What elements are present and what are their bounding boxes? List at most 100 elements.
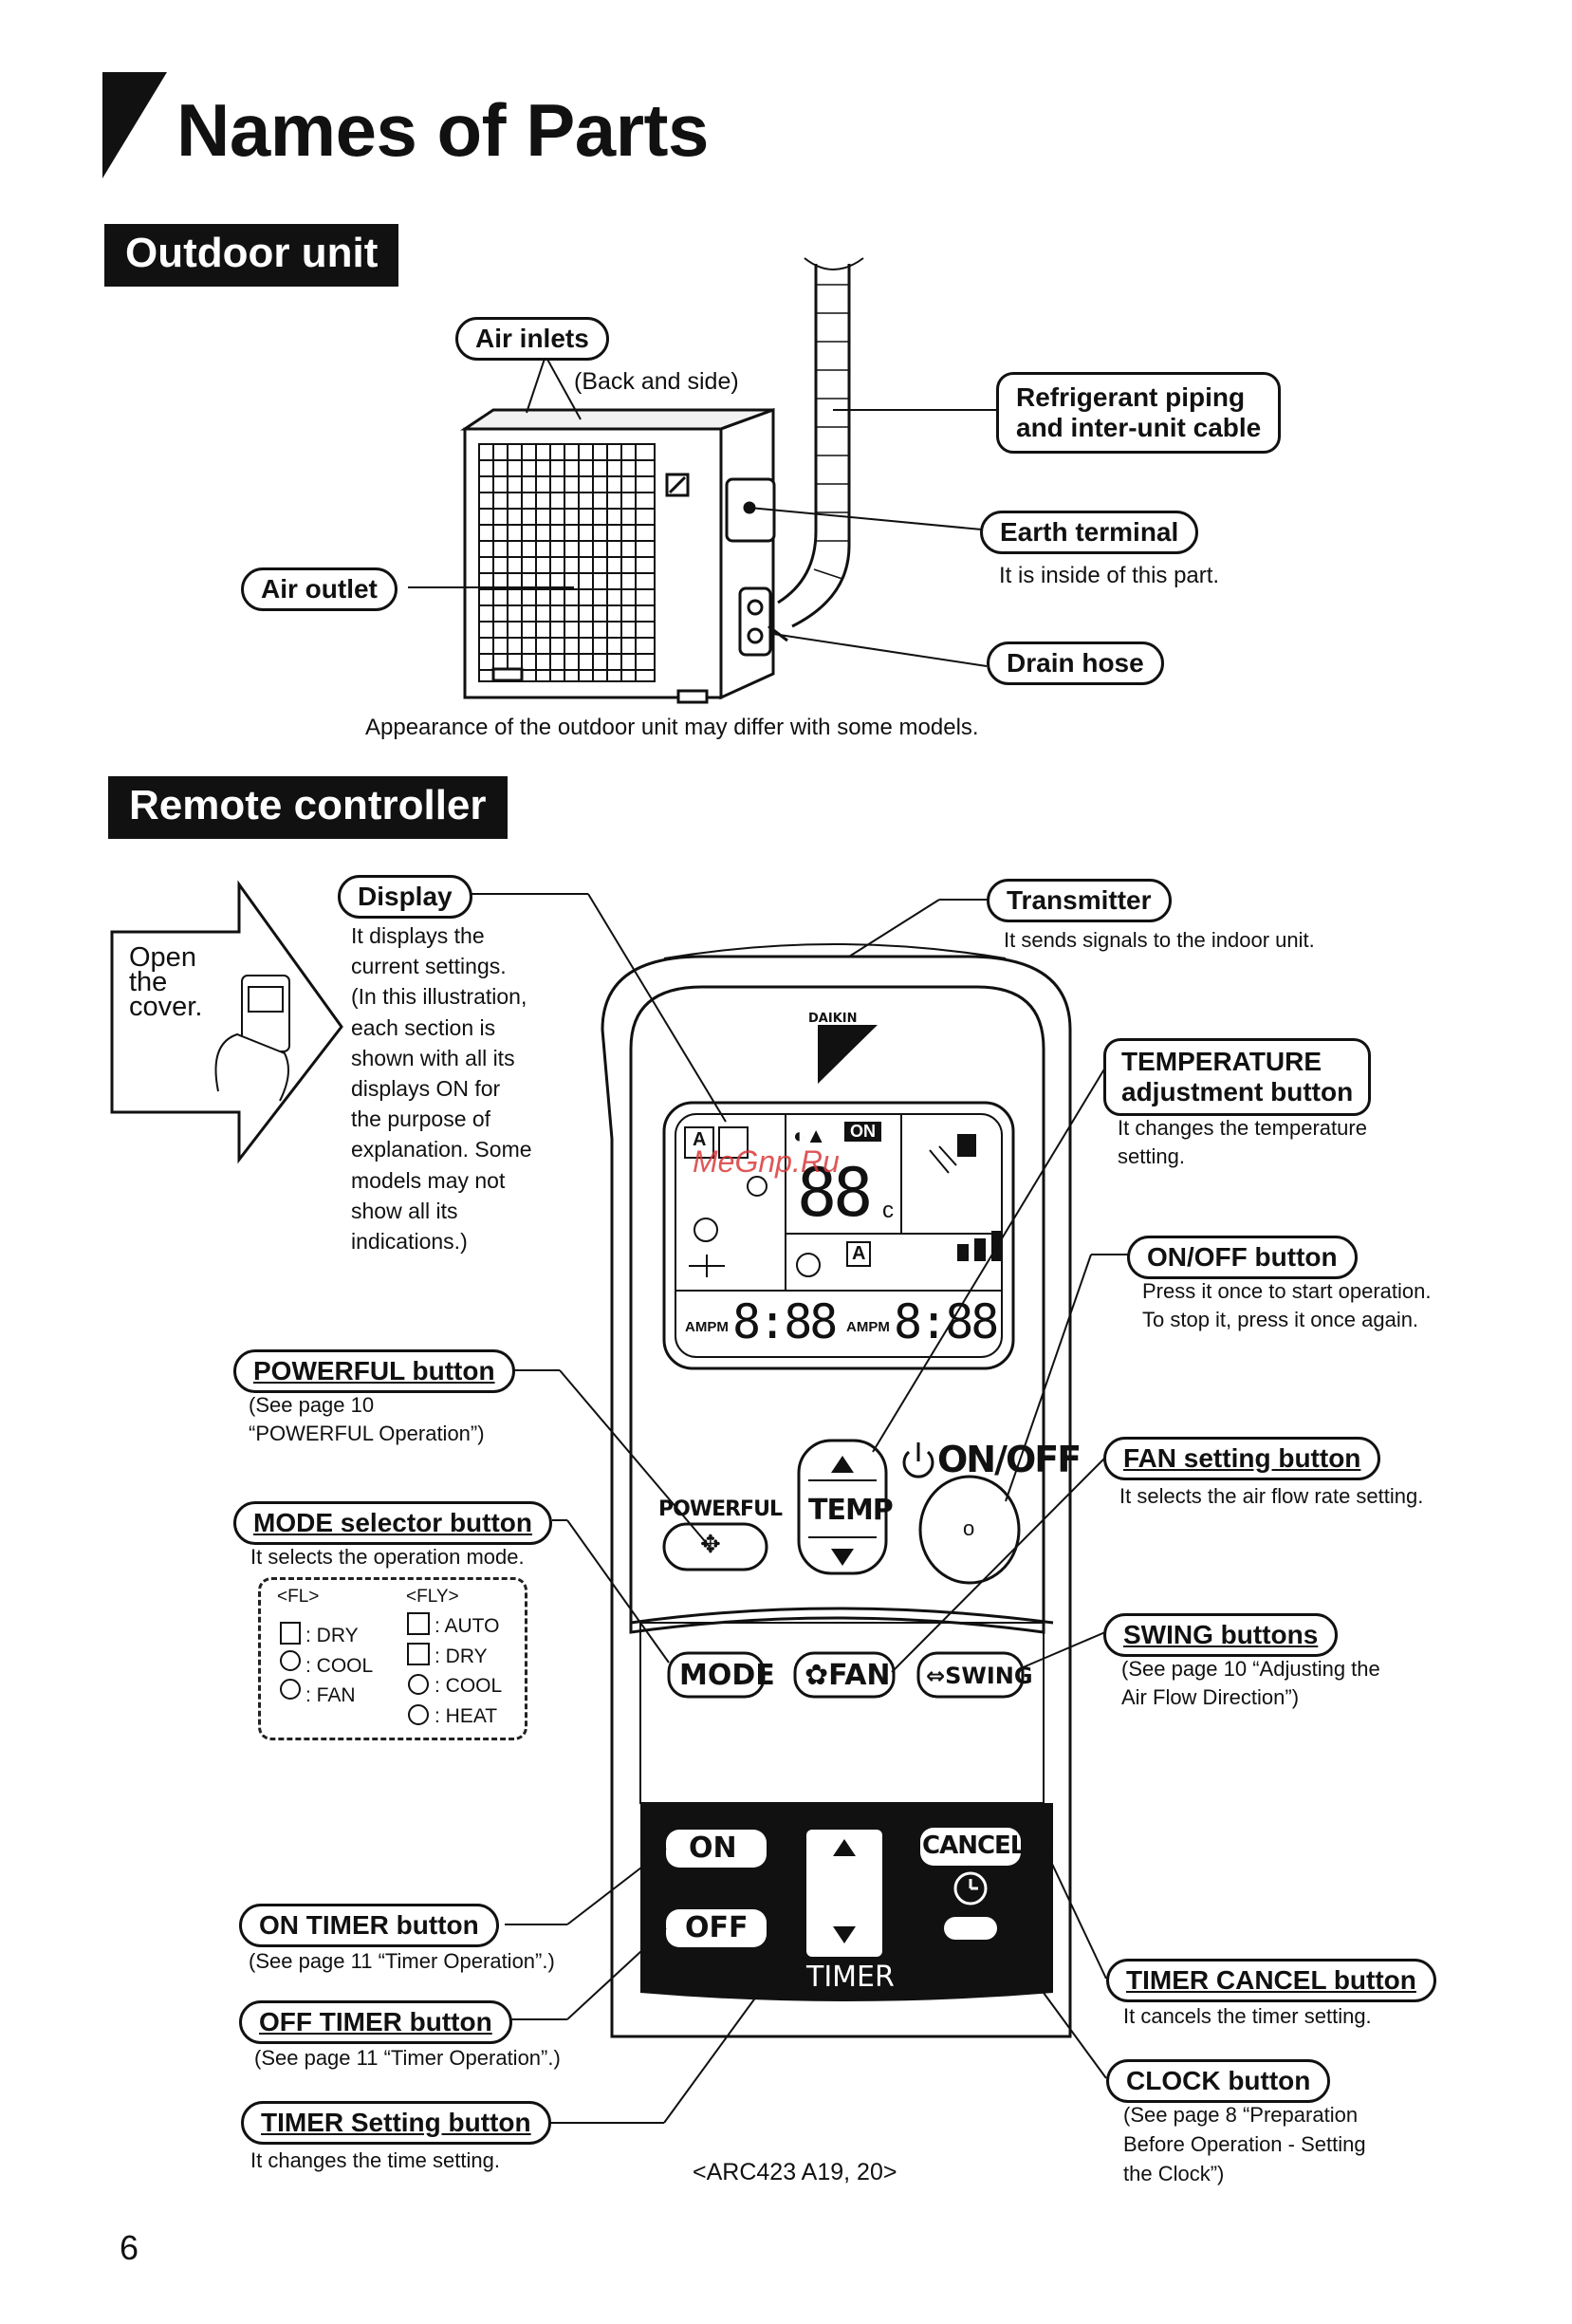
air-inlets-note: (Back and side) — [574, 368, 739, 395]
mode-legend-box — [258, 1577, 527, 1740]
mode-fly-item: : HEAT — [435, 1704, 498, 1727]
powerful-label-text: POWERFUL button — [253, 1356, 495, 1385]
timer-setting-button-shape — [806, 1830, 882, 1957]
powerful-desc-line1: (See page 10 — [249, 1393, 375, 1417]
display-desc-line: (In this illustration, — [351, 984, 527, 1010]
fan-button[interactable]: ✿FAN — [804, 1659, 891, 1692]
mode-desc: It selects the operation mode. — [250, 1545, 525, 1569]
powerful-icon[interactable]: ✥ — [700, 1530, 721, 1558]
mode-fly-list: : AUTO : DRY : COOL : HEAT — [435, 1611, 502, 1731]
cancel-button-shape — [920, 1828, 1021, 1866]
transmitter-desc: It sends signals to the indoor unit. — [1004, 928, 1315, 952]
lcd-time-right: 8:88 — [894, 1294, 999, 1349]
timer-cancel-button-label: TIMER CANCEL button — [1106, 1959, 1436, 2003]
mode-fly-item: : DRY — [435, 1645, 488, 1667]
transmitter-label: Transmitter — [987, 879, 1172, 923]
remote-brand-logo-icon — [818, 1025, 878, 1084]
temperature-desc-line2: setting. — [1118, 1144, 1185, 1169]
page-title: Names of Parts — [176, 88, 709, 172]
lcd-ampm-right: AMPM — [846, 1319, 890, 1335]
clock-button-shape — [944, 1917, 997, 1940]
title-triangle-icon — [102, 72, 167, 178]
temp-button-shape — [797, 1439, 888, 1575]
temp-down-icon — [831, 1549, 854, 1566]
onoff-button-label: ON/OFF button — [1127, 1236, 1358, 1280]
display-desc-line: explanation. Some — [351, 1137, 532, 1162]
air-inlets-label: Air inlets — [455, 317, 609, 362]
temperature-desc-line1: It changes the temperature — [1118, 1116, 1367, 1140]
onoff-button[interactable]: o — [963, 1516, 975, 1540]
lcd-on-badge: ON — [844, 1122, 881, 1142]
clock-button-label: CLOCK button — [1106, 2059, 1331, 2104]
fan-button-text: FAN — [828, 1659, 891, 1692]
timer-setting-desc: It changes the time setting. — [250, 2148, 500, 2172]
swing-button[interactable]: ⇔SWING — [926, 1663, 1033, 1689]
powerful-device-label[interactable]: POWERFUL — [658, 1497, 783, 1521]
clock-button[interactable] — [944, 1917, 997, 1940]
watermark-text: MeGnp.Ru — [693, 1144, 840, 1179]
earth-terminal-note: It is inside of this part. — [999, 563, 1220, 588]
clock-desc-line2: Before Operation - Setting — [1123, 2131, 1366, 2156]
onoff-desc-line2: To stop it, press it once again. — [1142, 1308, 1419, 1332]
display-desc-line: each section is — [351, 1014, 496, 1040]
temperature-desc: It changes the temperature setting. — [1118, 1114, 1367, 1172]
open-cover-line3: cover. — [129, 992, 203, 1023]
outdoor-leader-lines — [408, 355, 996, 667]
off-timer-label-text: OFF TIMER button — [259, 2007, 492, 2036]
lcd-time-left: 8:88 — [732, 1294, 838, 1349]
powerful-button-label: POWERFUL button — [233, 1349, 515, 1394]
off-timer-button[interactable]: OFF — [685, 1911, 749, 1944]
earth-terminal-label: Earth terminal — [980, 511, 1199, 555]
onoff-device-label[interactable]: ON/OFF — [937, 1439, 1082, 1480]
display-desc-line: show all its — [351, 1198, 458, 1223]
timer-setting-label-text: TIMER Setting button — [261, 2108, 531, 2137]
power-icon — [902, 1442, 934, 1478]
timer-setting-button-label: TIMER Setting button — [241, 2101, 551, 2146]
on-timer-button-label: ON TIMER button — [239, 1904, 499, 1948]
on-timer-button[interactable]: ON — [689, 1831, 737, 1865]
mode-fl-list: : DRY : COOL : FAN — [305, 1621, 373, 1711]
timer-down-icon — [833, 1926, 856, 1943]
air-outlet-label: Air outlet — [241, 567, 398, 612]
swing-button-label: SWING buttons — [1103, 1613, 1339, 1658]
mode-label-text: MODE selector button — [253, 1508, 533, 1537]
refrigerant-line2: and inter-unit cable — [1016, 413, 1262, 443]
refrigerant-piping-label: Refrigerant piping and inter-unit cable — [996, 372, 1282, 455]
fan-label-text: FAN setting button — [1123, 1443, 1361, 1473]
onoff-desc: Press it once to start operation. To sto… — [1142, 1277, 1432, 1335]
section-remote-controller: Remote controller — [108, 776, 508, 839]
display-desc-line: shown with all its — [351, 1045, 515, 1070]
refrigerant-line1: Refrigerant piping — [1016, 382, 1246, 412]
remote-brand-text: DAIKIN — [808, 1012, 858, 1026]
section-outdoor-unit: Outdoor unit — [104, 224, 399, 287]
drain-hose-label: Drain hose — [987, 641, 1164, 686]
clock-desc-line1: (See page 8 “Preparation — [1123, 2103, 1359, 2127]
lcd-auto-symbol: A — [693, 1129, 707, 1150]
open-cover-line1: Open — [129, 942, 196, 973]
fan-button-shape — [793, 1651, 896, 1699]
lcd-temp-digits: 88 — [797, 1154, 873, 1232]
mode-button[interactable]: MODE — [679, 1659, 775, 1692]
mode-fl-item: : COOL — [305, 1654, 374, 1677]
on-timer-desc: (See page 11 “Timer Operation”.) — [249, 1949, 555, 1973]
timer-cancel-label-text: TIMER CANCEL button — [1126, 1965, 1416, 1995]
temperature-label-line1: TEMPERATURE — [1121, 1047, 1322, 1076]
mode-button-label: MODE selector button — [233, 1501, 553, 1546]
temperature-button-label: TEMPERATURE adjustment button — [1103, 1038, 1372, 1117]
temp-button[interactable]: TEMP — [808, 1494, 894, 1527]
outdoor-unit-illustration — [460, 257, 864, 704]
off-timer-desc: (See page 11 “Timer Operation”.) — [254, 2046, 561, 2070]
onoff-button-shape — [918, 1475, 1021, 1585]
swing-label-text: SWING buttons — [1123, 1620, 1319, 1649]
off-timer-button-shape — [666, 1909, 767, 1947]
display-desc-line: indications.) — [351, 1228, 468, 1254]
temp-up-icon — [831, 1456, 854, 1473]
mode-legend-icons — [280, 1612, 430, 1725]
display-desc: It displays the current settings. (In th… — [351, 920, 579, 1256]
mode-button-shape — [667, 1651, 766, 1699]
remote-leader-lines — [470, 893, 1129, 2124]
mode-fl-header: <FL> — [277, 1587, 320, 1607]
lcd-symbols: ◐▲ — [793, 1124, 827, 1147]
cancel-button[interactable]: CANCEL — [922, 1831, 1026, 1860]
